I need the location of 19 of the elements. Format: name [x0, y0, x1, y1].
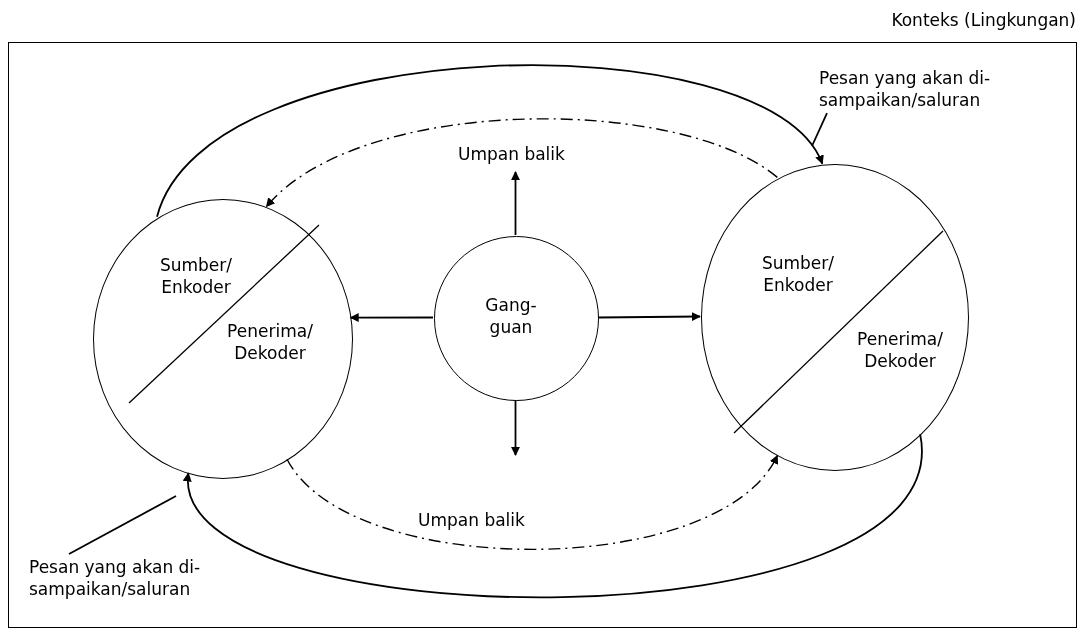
arrow	[511, 399, 520, 456]
caption-text: Pesan yang akan di- sampaikan/saluran	[819, 67, 1029, 112]
leader-line	[811, 112, 828, 147]
node-label: Penerima/ Dekoder	[226, 320, 314, 365]
node-label: Penerima/ Dekoder	[856, 328, 944, 373]
dash-dot-arrow	[286, 454, 779, 551]
caption-text: Pesan yang akan di- sampaikan/saluran	[29, 556, 239, 601]
arrow	[156, 64, 824, 218]
node-label: Gang- guan	[484, 294, 538, 339]
leader-line	[68, 495, 177, 555]
node-label: Sumber/ Enkoder	[760, 252, 836, 297]
arrow	[186, 433, 922, 599]
node-label: Sumber/ Enkoder	[158, 254, 234, 299]
arrow	[597, 312, 701, 322]
frame-title: Konteks (Lingkungan)	[891, 9, 1076, 32]
dash-dot-arrow	[265, 118, 779, 208]
arrow	[511, 171, 520, 236]
circle-node	[701, 164, 969, 471]
arrow	[349, 313, 434, 323]
